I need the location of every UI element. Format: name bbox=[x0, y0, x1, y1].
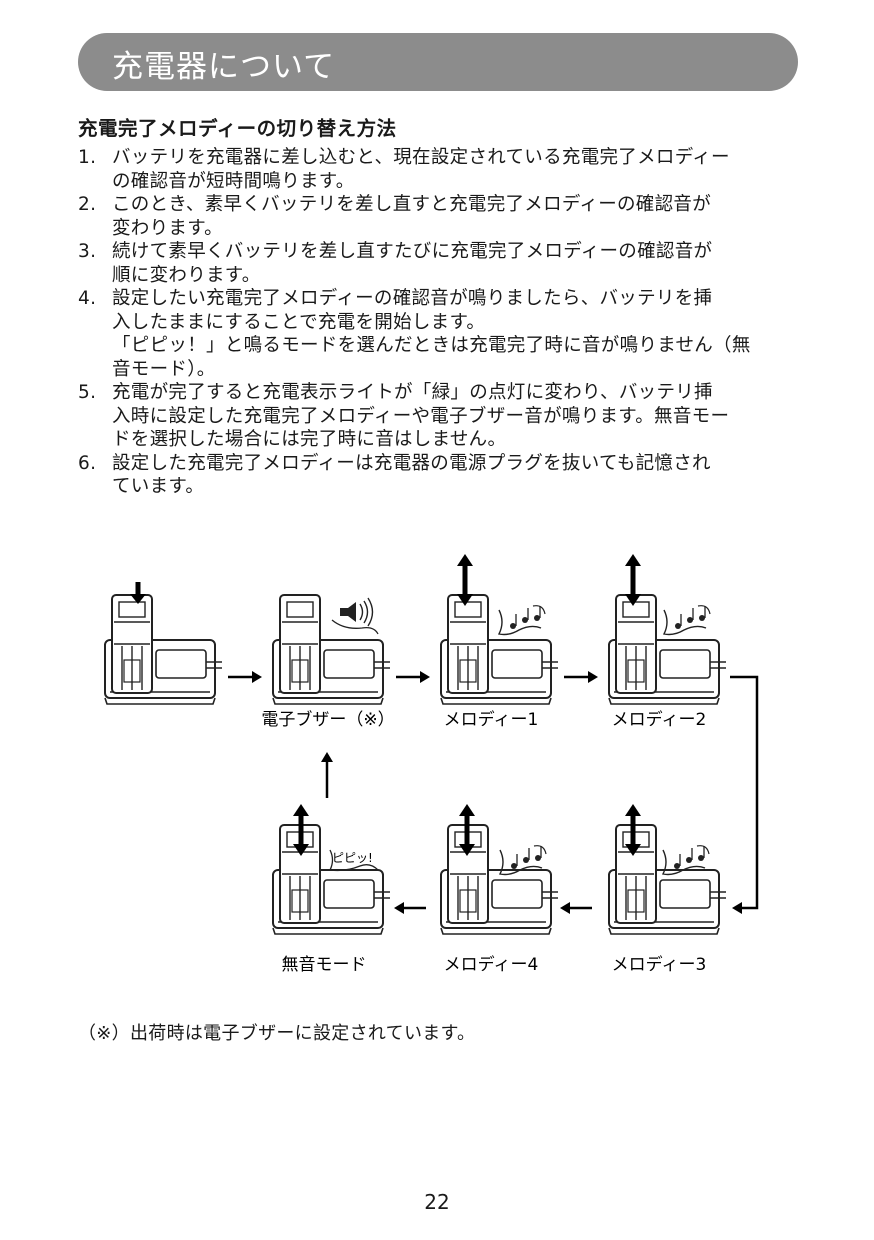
step-item: 3. 続けて素早くバッテリを差し直すたびに充電完了メロディーの確認音が 順に変わ… bbox=[78, 240, 802, 287]
charger-unit bbox=[608, 824, 727, 935]
flow-arrow-icon bbox=[228, 671, 262, 683]
flow-arrow-icon bbox=[560, 902, 592, 914]
flow-arrow-icon bbox=[396, 671, 430, 683]
step-text-line: 変わります。 bbox=[112, 217, 223, 239]
charger-unit bbox=[608, 594, 727, 705]
step-text-line: このとき、素早くバッテリを差し直すと充電完了メロディーの確認音が bbox=[112, 194, 712, 215]
step-number: 1. bbox=[78, 147, 97, 168]
step-text-line: 入したままにすることで充電を開始します。 bbox=[112, 311, 486, 333]
mode-label-melody3: メロディー3 bbox=[612, 954, 707, 975]
step-item: 6. 設定した充電完了メロディーは充電器の電源プラグを抜いても記憶され ています… bbox=[78, 452, 802, 499]
flow-arrow-icon bbox=[730, 675, 759, 914]
step-item: 4. 設定したい充電完了メロディーの確認音が鳴りましたら、バッテリを挿 入したま… bbox=[78, 287, 802, 381]
step-number: 5. bbox=[78, 382, 97, 403]
footnote: （※）出荷時は電子ブザーに設定されています。 bbox=[78, 1023, 476, 1044]
melody-cycle-diagram: 電子ブザー（※） メロディー1 メロディー2 ピピッ! 無音モード bbox=[104, 540, 759, 975]
step-number: 6. bbox=[78, 452, 97, 474]
flow-arrow-icon bbox=[394, 902, 426, 914]
charger-unit bbox=[104, 594, 223, 705]
music-notes-icon bbox=[663, 604, 711, 636]
step-number: 2. bbox=[78, 194, 97, 215]
step-item: 5. 充電が完了すると充電表示ライトが「緑」の点灯に変わり、バッテリ挿 入時に設… bbox=[78, 381, 802, 452]
step-text-line: 充電が完了すると充電表示ライトが「緑」の点灯に変わり、バッテリ挿 bbox=[112, 382, 713, 403]
charger-unit bbox=[272, 824, 391, 935]
sound-wave bbox=[329, 849, 379, 872]
step-text-line: 設定した充電完了メロディーは充電器の電源プラグを抜いても記憶され bbox=[112, 452, 711, 474]
step-item: 1. バッテリを充電器に差し込むと、現在設定されている充電完了メロディー の確認… bbox=[78, 146, 802, 193]
mode-label-melody4: メロディー4 bbox=[444, 954, 539, 975]
music-notes-icon bbox=[498, 604, 546, 636]
section-heading: 充電完了メロディーの切り替え方法 bbox=[78, 117, 397, 140]
page-number: 22 bbox=[424, 1190, 450, 1214]
steps-list: 1. バッテリを充電器に差し込むと、現在設定されている充電完了メロディー の確認… bbox=[78, 146, 802, 499]
charger-unit bbox=[440, 824, 559, 935]
flow-arrow-icon bbox=[321, 752, 333, 798]
page-title: 充電器について bbox=[112, 49, 336, 85]
step-text-line: 順に変わります。 bbox=[112, 264, 261, 286]
step-number: 3. bbox=[78, 241, 97, 262]
step-text-line: ています。 bbox=[112, 476, 205, 497]
speaker-icon bbox=[331, 597, 379, 635]
step-text-line: 続けて素早くバッテリを差し直すたびに充電完了メロディーの確認音が bbox=[112, 241, 713, 262]
down-arrow-icon bbox=[130, 582, 146, 604]
mode-label-melody2: メロディー2 bbox=[612, 709, 707, 730]
step-text-line: 音モード）。 bbox=[112, 358, 216, 380]
step-text-line: バッテリを充電器に差し込むと、現在設定されている充電完了メロディー bbox=[112, 147, 730, 168]
mode-label-melody1: メロディー1 bbox=[444, 709, 539, 730]
step-text-line: 入時に設定した充電完了メロディーや電子ブザー音が鳴ります。無音モー bbox=[112, 405, 730, 427]
step-number: 4. bbox=[78, 288, 97, 309]
step-text-line: ドを選択した場合には完了時に音はしません。 bbox=[112, 429, 507, 450]
mode-label-buzzer: 電子ブザー（※） bbox=[261, 709, 394, 730]
step-text-line: 「ピピッ！」と鳴るモードを選んだときは充電完了時に音が鳴りません（無 bbox=[112, 335, 751, 356]
step-text-line: 設定したい充電完了メロディーの確認音が鳴りましたら、バッテリを挿 bbox=[112, 288, 713, 309]
flow-arrow-icon bbox=[564, 671, 598, 683]
step-text-line: の確認音が短時間鳴ります。 bbox=[112, 170, 355, 192]
title-banner: 充電器について bbox=[78, 33, 798, 91]
sound-text-pipi: ピピッ! bbox=[332, 851, 373, 865]
step-item: 2. このとき、素早くバッテリを差し直すと充電完了メロディーの確認音が 変わりま… bbox=[78, 193, 802, 240]
mode-label-silent: 無音モード bbox=[282, 955, 367, 975]
